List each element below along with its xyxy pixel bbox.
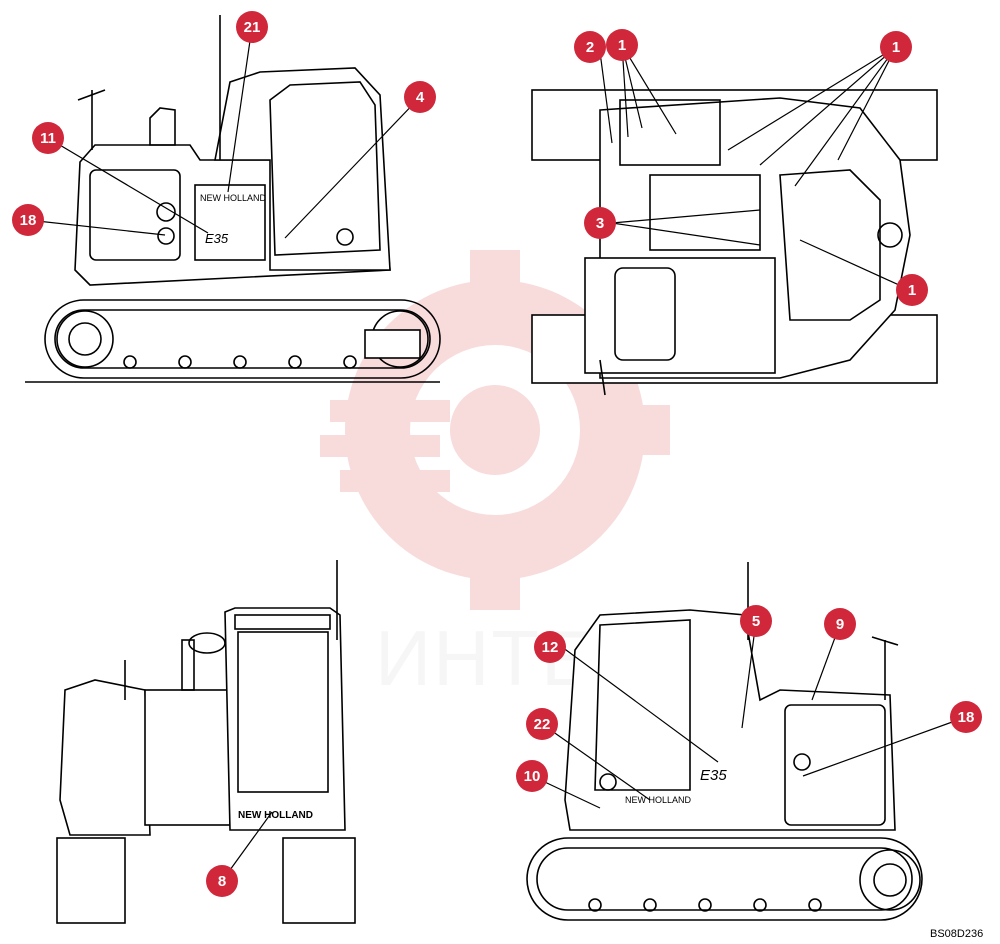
callout-circle — [574, 31, 606, 63]
callout-number: 1 — [892, 39, 900, 56]
callout-number: 4 — [416, 89, 425, 106]
callout-top-view-1: 1 — [896, 274, 928, 306]
callout-number: 2 — [586, 39, 594, 56]
callout-number: 21 — [244, 19, 261, 36]
callout-circle — [950, 701, 982, 733]
top-view — [531, 89, 938, 396]
drawing-code: BS08D236 — [930, 928, 983, 940]
callout-right-side-view-12: 12 — [534, 631, 566, 663]
callout-circle — [584, 207, 616, 239]
decal-brand-left: NEW HOLLAND — [200, 193, 267, 203]
top-view-leaders — [599, 44, 911, 291]
callout-number: 18 — [958, 709, 975, 726]
callout-number: 18 — [20, 212, 37, 229]
callout-number: 1 — [618, 37, 626, 54]
callout-number: 9 — [836, 616, 844, 633]
callout-right-side-view-5: 5 — [740, 605, 772, 637]
callout-circle — [12, 204, 44, 236]
decal-brand-right: NEW HOLLAND — [625, 795, 692, 805]
callout-circle — [880, 31, 912, 63]
callout-circle — [404, 81, 436, 113]
callout-left-side-view-4: 4 — [404, 81, 436, 113]
callout-circle — [206, 865, 238, 897]
callout-circle — [32, 122, 64, 154]
callout-number: 22 — [534, 716, 551, 733]
callout-right-side-view-22: 22 — [526, 708, 558, 740]
right-side-view — [526, 562, 923, 921]
callout-circle — [534, 631, 566, 663]
callout-circle — [740, 605, 772, 637]
callout-left-side-view-18: 18 — [12, 204, 44, 236]
callout-circle — [606, 29, 638, 61]
callout-circle — [824, 608, 856, 640]
callout-circle — [896, 274, 928, 306]
callout-right-side-view-18: 18 — [950, 701, 982, 733]
callout-top-view-1: 1 — [606, 29, 638, 61]
decal-model-left: E35 — [205, 231, 229, 246]
decal-brand-rear: NEW HOLLAND — [238, 810, 313, 821]
callout-number: 8 — [218, 873, 226, 890]
callout-right-side-view-9: 9 — [824, 608, 856, 640]
callout-number: 10 — [524, 768, 541, 785]
callout-right-side-view-10: 10 — [516, 760, 548, 792]
callout-top-view-3: 3 — [584, 207, 616, 239]
callout-top-view-2: 2 — [574, 31, 606, 63]
callout-circle — [516, 760, 548, 792]
callout-number: 12 — [542, 639, 559, 656]
callout-number: 3 — [596, 215, 604, 232]
callout-circle — [526, 708, 558, 740]
callout-left-side-view-21: 21 — [236, 11, 268, 43]
callout-left-side-view-11: 11 — [32, 122, 64, 154]
left-view-leaders — [27, 26, 421, 239]
decal-model-right: E35 — [700, 767, 727, 784]
callout-number: 11 — [40, 130, 56, 147]
callout-top-view-1: 1 — [880, 31, 912, 63]
callout-number: 1 — [908, 282, 916, 299]
callout-rear-view-8: 8 — [206, 865, 238, 897]
right-view-leaders — [531, 620, 967, 809]
callout-number: 5 — [752, 613, 760, 630]
left-side-view — [25, 15, 441, 383]
callout-circle — [236, 11, 268, 43]
rear-view — [56, 560, 356, 924]
